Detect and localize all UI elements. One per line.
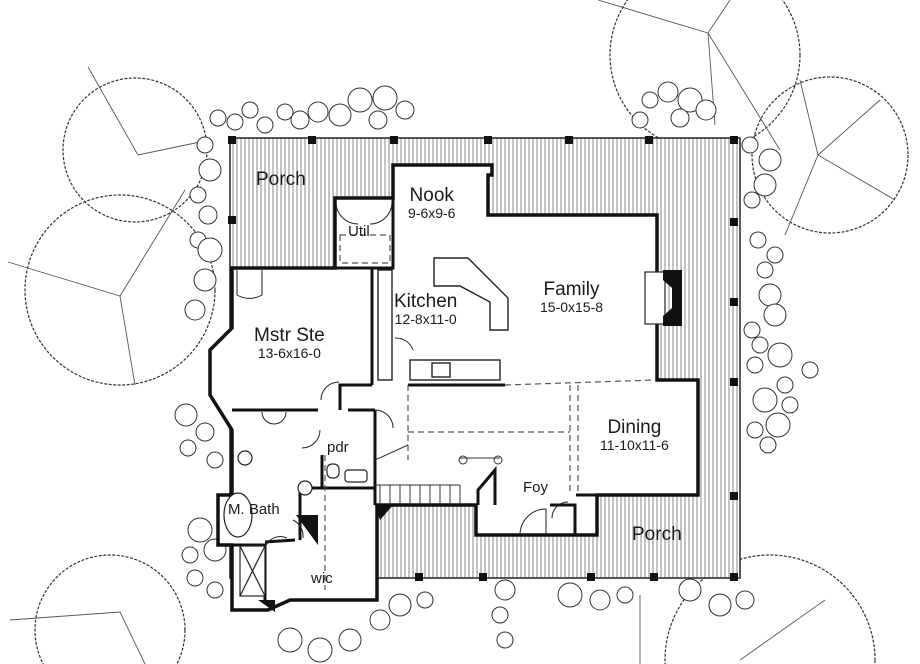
tree-canopies <box>24 0 909 664</box>
dark-wall-fills <box>258 505 393 612</box>
room-master-bath: M. Bath <box>228 502 280 517</box>
room-nook: Nook 9-6x9-6 <box>408 186 455 220</box>
tree-branches <box>7 0 896 664</box>
dashed-openings <box>324 234 656 590</box>
porch-columns <box>228 136 738 581</box>
shrubs <box>174 81 819 663</box>
room-name: Porch <box>256 169 306 190</box>
staircase <box>374 444 503 505</box>
room-name: Util <box>348 223 370 240</box>
room-name: Nook <box>409 185 454 206</box>
bath-fixtures <box>223 450 368 597</box>
room-name: Dining <box>607 417 662 438</box>
room-powder: pdr <box>327 440 349 455</box>
room-dimensions: 11-10x11-6 <box>600 437 669 453</box>
room-name: M. Bath <box>228 501 280 518</box>
room-util: Util <box>348 224 370 239</box>
door-swings <box>236 201 569 549</box>
room-name: Mstr Ste <box>254 325 325 346</box>
room-dimensions: 12-8x11-0 <box>394 311 457 327</box>
room-name: wic <box>311 570 333 587</box>
room-dimensions: 13-6x16-0 <box>257 345 321 361</box>
room-family: Family 15-0x15-8 <box>540 280 603 314</box>
room-name: pdr <box>327 439 349 456</box>
room-name: Porch <box>632 524 682 545</box>
room-walk-in-closet: wic <box>311 571 333 586</box>
room-master-suite: Mstr Ste 13-6x16-0 <box>254 326 325 360</box>
room-name: Kitchen <box>394 291 458 312</box>
room-name: Foy <box>523 479 549 496</box>
room-foyer: Foy <box>523 480 548 495</box>
kitchen-island <box>377 257 509 381</box>
interior-floor <box>208 163 700 612</box>
fireplace <box>644 270 682 326</box>
room-dining: Dining 11-10x11-6 <box>600 418 669 452</box>
room-kitchen: Kitchen 12-8x11-0 <box>394 292 457 326</box>
room-dimensions: 15-0x15-8 <box>540 299 604 315</box>
room-porch-front: Porch <box>632 525 682 544</box>
room-porch-rear: Porch <box>256 170 306 189</box>
room-name: Family <box>543 279 600 300</box>
room-dimensions: 9-6x9-6 <box>408 205 456 221</box>
